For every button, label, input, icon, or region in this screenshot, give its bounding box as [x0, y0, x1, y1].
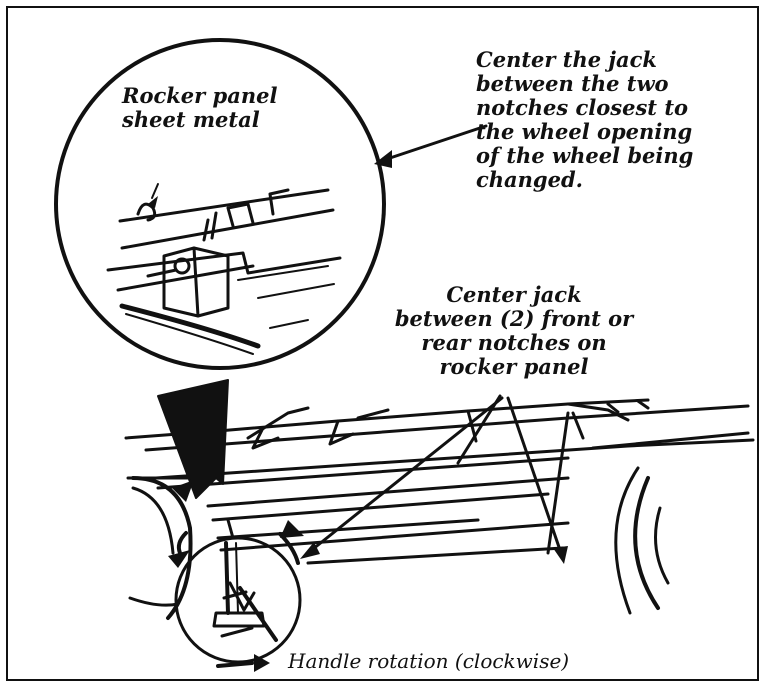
center-jack-wheel-line: Center the jack [476, 47, 657, 72]
diagram-frame [6, 6, 759, 681]
center-jack-wheel-line: between the two [476, 71, 669, 96]
rocker-panel-label-line: Rocker panel [122, 83, 278, 108]
rotation-arrows [168, 480, 304, 672]
center-jack-wheel-line: notches closest to [476, 95, 689, 120]
center-jack-wheel-label: Center the jack between the two notches … [476, 48, 693, 192]
center-jack-notches-line: rear notches on [421, 330, 607, 355]
center-jack-wheel-line: of the wheel being [476, 143, 694, 168]
jacking-diagram [54, 38, 755, 672]
detail-connector [157, 379, 229, 499]
rocker-panel-label: Rocker panel sheet metal [122, 84, 277, 132]
center-jack-wheel-line: changed. [476, 167, 583, 192]
rocker-detail-circle [54, 38, 386, 370]
front-wheel [126, 476, 195, 620]
handle-rotation-label: Handle rotation (clockwise) [288, 649, 570, 673]
center-jack-notches-line: Center jack [446, 282, 582, 307]
rocker-panel-label-line: sheet metal [122, 107, 260, 132]
center-jack-notches-line: rocker panel [439, 354, 589, 379]
leader-arrows [300, 124, 568, 564]
center-jack-notches-line: between (2) front or [394, 306, 634, 331]
jack-detail-circle [174, 518, 302, 664]
center-jack-notches-label: Center jack between (2) front or rear no… [364, 283, 664, 379]
rear-wheel [591, 431, 750, 615]
center-jack-wheel-line: the wheel opening [476, 119, 693, 144]
